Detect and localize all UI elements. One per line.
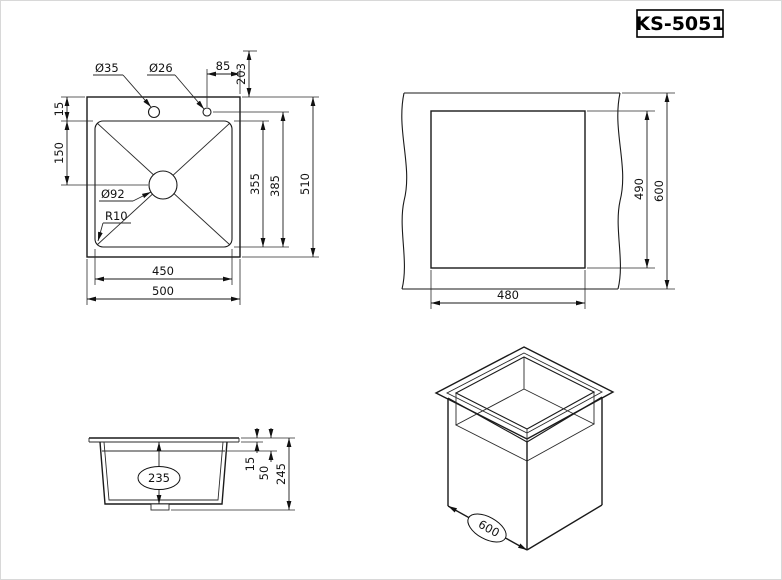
depth-balloon	[137, 466, 181, 490]
bowl-opening	[454, 356, 596, 430]
bowl-bottom	[455, 388, 595, 462]
dim-label-bowl-inner-depth: 355	[248, 173, 262, 195]
dim-label-rim-height: 15	[243, 457, 257, 472]
dim-label-drain: Ø92	[101, 187, 125, 201]
cutout-dimensions: 490 600 480	[430, 92, 675, 309]
iso-dimension: 600	[467, 513, 507, 543]
body-top-right-edge	[526, 396, 603, 443]
dim-label-bowl-depth: 235	[148, 471, 170, 485]
top-view-bottom-dimensions: 450 500	[86, 249, 241, 305]
faucet-hole	[147, 105, 161, 119]
bowl-inner-profile	[103, 441, 224, 501]
body-bottom-right-edge	[526, 504, 603, 551]
dim-label-rim-gap: 15	[52, 102, 66, 117]
countertop-break-line-right	[617, 92, 624, 290]
rim-outer-edge	[434, 346, 615, 440]
section-dimensions: 235 15 50 245	[137, 428, 295, 511]
dim-label-cutout-depth: 490	[632, 178, 646, 200]
top-view-right-dimensions: 355 385 510	[213, 96, 319, 258]
section-view: 235 15 50 245	[88, 428, 295, 511]
countertop-break-line-left	[401, 92, 408, 290]
dim-label-cutout-width: 480	[497, 288, 519, 302]
dim-label-overall-depth: 510	[298, 173, 312, 195]
dim-label-soap-hole: Ø26	[149, 61, 173, 75]
dim-label-overall-width: 500	[152, 284, 174, 298]
rim-inner-edge	[446, 352, 603, 434]
dim-label-hole-offset: 85	[216, 59, 231, 73]
cutout-outline	[430, 110, 586, 269]
top-view-left-dimensions: 15 150	[52, 96, 148, 186]
dim-label-bowl-width: 450	[152, 264, 174, 278]
dim-label-counter-depth: 600	[652, 180, 666, 202]
dim-label-ledge-height: 50	[257, 466, 271, 481]
top-view-top-dimensions: 85 203	[206, 50, 257, 107]
top-view: 15 150 Ø35 Ø26 85 203 Ø92 R10	[52, 50, 319, 305]
drain-radius-callouts: Ø92 R10	[97, 187, 152, 242]
dim-label-faucet-hole: Ø35	[95, 61, 119, 75]
soap-dispenser-hole	[202, 107, 212, 117]
title-block: KS-5051	[635, 9, 725, 38]
sink-outer-outline	[86, 96, 241, 258]
cutout-view: 490 600 480	[401, 92, 675, 309]
dim-label-overall-height: 245	[274, 463, 288, 485]
title-box	[636, 9, 724, 38]
width-balloon	[467, 513, 507, 543]
drain-outlet	[150, 503, 170, 511]
hole-callouts: Ø35 Ø26	[93, 61, 205, 110]
dim-label-bowl-outer-depth: 385	[268, 175, 282, 197]
body-top-left-edge	[447, 397, 528, 443]
dim-label-bowl-offset: 150	[52, 142, 66, 164]
model-number: KS-5051	[635, 13, 724, 35]
isometric-view: 600	[434, 346, 615, 551]
dim-label-hole-position: 203	[234, 63, 248, 85]
bowl-outline	[94, 120, 233, 248]
dim-label-corner-radius: R10	[105, 209, 128, 223]
drain-hole	[148, 170, 178, 200]
